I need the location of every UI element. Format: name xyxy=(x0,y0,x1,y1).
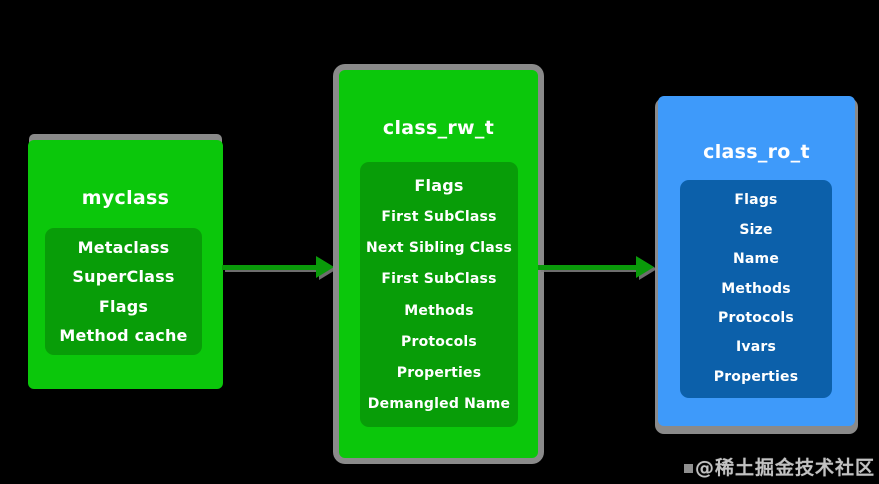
field-next-sibling-class: Next Sibling Class xyxy=(366,240,512,257)
field-flags: Flags xyxy=(98,296,149,316)
arrow-head-icon xyxy=(316,256,334,278)
class-rw-t-title: class_rw_t xyxy=(382,117,495,139)
class-rw-t-fields: Flags First SubClass Next Sibling Class … xyxy=(360,162,518,427)
class-ro-t-box: class_ro_t Flags Size Name Methods Proto… xyxy=(658,96,855,426)
field-protocols: Protocols xyxy=(401,333,477,350)
field-properties: Properties xyxy=(713,368,799,385)
watermark: @稀土掘金技术社区 xyxy=(683,457,875,479)
field-superclass: SuperClass xyxy=(72,267,175,287)
arrow-shaft xyxy=(222,265,318,270)
watermark-square-icon xyxy=(683,463,693,473)
field-flags: Flags xyxy=(734,192,778,209)
myclass-fields: Metaclass SuperClass Flags Method cache xyxy=(45,228,202,355)
arrow-myclass-to-class-rw-t xyxy=(222,254,334,280)
class-ro-t-title: class_ro_t xyxy=(703,141,810,163)
field-metaclass: Metaclass xyxy=(77,238,170,258)
field-methods: Methods xyxy=(404,302,474,319)
field-protocols: Protocols xyxy=(718,309,794,326)
field-first-subclass: First SubClass xyxy=(381,209,497,226)
watermark-text: @稀土掘金技术社区 xyxy=(694,457,875,479)
field-ivars: Ivars xyxy=(735,339,777,356)
arrow-class-rw-t-to-class-ro-t xyxy=(538,254,656,280)
field-first-subclass-2: First SubClass xyxy=(381,271,497,288)
field-name: Name xyxy=(732,251,780,268)
field-size: Size xyxy=(739,221,773,238)
myclass-title: myclass xyxy=(81,187,170,209)
class-ro-t-fields: Flags Size Name Methods Protocols Ivars … xyxy=(680,180,832,398)
field-method-cache: Method cache xyxy=(59,325,188,345)
class-rw-t-box: class_rw_t Flags First SubClass Next Sib… xyxy=(339,70,538,458)
arrow-shaft xyxy=(538,265,638,270)
arrow-head-icon xyxy=(636,256,654,278)
field-flags: Flags xyxy=(414,176,464,196)
field-methods: Methods xyxy=(721,280,791,297)
myclass-box: myclass Metaclass SuperClass Flags Metho… xyxy=(28,140,223,389)
field-demangled-name: Demangled Name xyxy=(367,395,511,412)
field-properties: Properties xyxy=(396,364,482,381)
